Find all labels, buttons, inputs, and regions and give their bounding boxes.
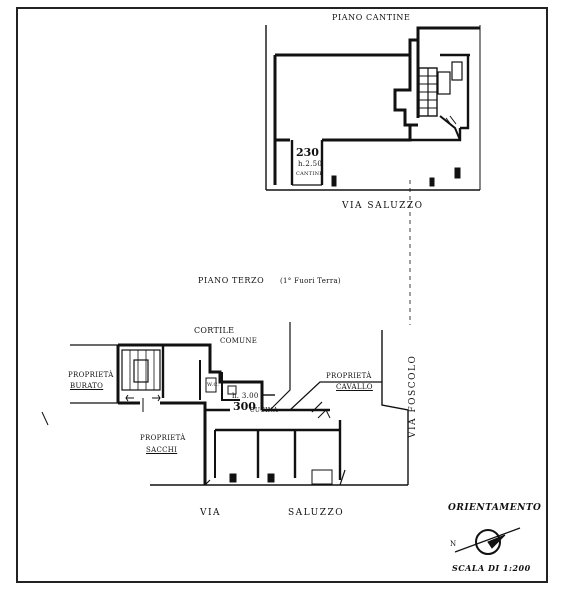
street-label-top: VIA SALUZZO (342, 201, 424, 211)
owner-right-label-1: PROPRIETÀ (326, 372, 372, 380)
owner-left-label-1: PROPRIETÀ (68, 371, 114, 379)
scale-label: SCALA DI 1:200 (452, 563, 531, 573)
kitchen-name: CUCINA (250, 407, 278, 414)
compass-icon (454, 527, 521, 555)
orientation-label: ORIENTAMENTO (448, 503, 542, 513)
cellar-floor-title: PIANO CANTINE (332, 13, 411, 22)
kitchen-number: 300 (233, 400, 256, 413)
owner-bottom-label-2: SACCHI (146, 446, 178, 454)
ground-floor-title: PIANO TERZO (198, 276, 265, 285)
courtyard-label-2: COMUNE (220, 337, 258, 345)
courtyard-label-1: CORTILE (194, 326, 235, 335)
cellar-room-name: CANTINE (296, 171, 324, 177)
kitchen-height: h. 3.00 (232, 392, 259, 400)
north-label: N (450, 540, 457, 548)
street-label-bottom-right: SALUZZO (288, 508, 345, 518)
sheet-border (16, 7, 548, 583)
cellar-floor-plan (265, 25, 481, 191)
owner-left-label-2: BURATO (70, 382, 104, 390)
owner-right-label-2: CAVALLO (336, 383, 373, 391)
street-label-bottom-left: VIA (200, 508, 222, 518)
ground-floor-plan (41, 180, 411, 486)
cellar-room-height: h.2.50 (298, 160, 323, 168)
cellar-room-number: 230 (296, 146, 319, 159)
ground-floor-subtitle: (1° Fuori Terra) (280, 277, 341, 285)
street-label-side: VIA FOSCOLO (408, 354, 418, 438)
owner-bottom-label-1: PROPRIETÀ (140, 434, 186, 442)
wc-label: W.C. (207, 382, 220, 388)
